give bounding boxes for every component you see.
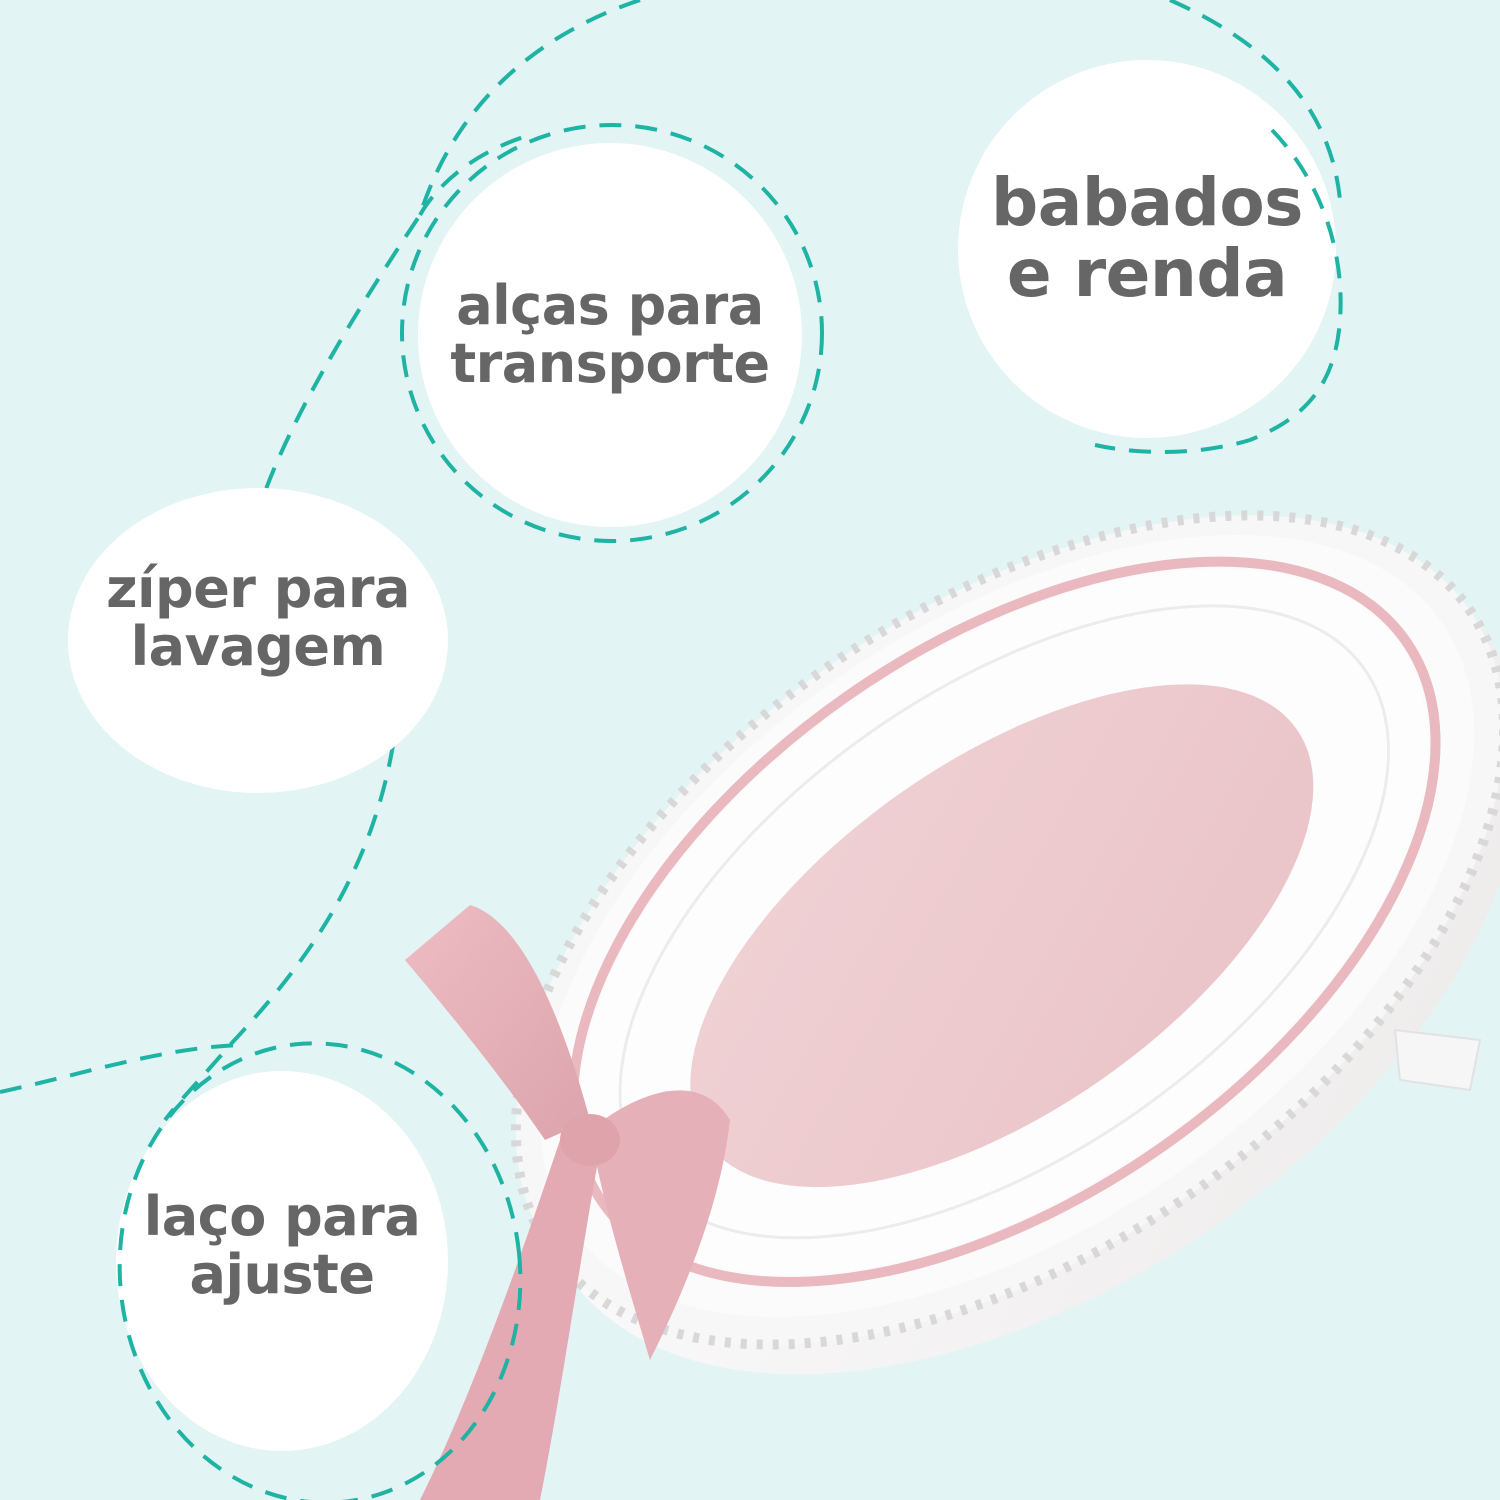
badge-line-1: laço para — [143, 1185, 421, 1249]
feature-badge-handles: alças para transporte — [418, 143, 802, 527]
badge-line-1: alças para — [456, 274, 764, 338]
badge-line-2: e renda — [1006, 235, 1288, 312]
badge-line-2: lavagem — [130, 615, 386, 678]
badge-line-2: ajuste — [189, 1243, 375, 1306]
feature-badge-ruffles: babados e renda — [958, 60, 1336, 438]
feature-badge-bow: laço para ajuste — [116, 1071, 448, 1451]
badge-line-2: transporte — [450, 332, 770, 395]
badge-line-1: zíper para — [106, 557, 410, 621]
feature-badge-zipper: zíper para lavagem — [68, 488, 448, 793]
badge-line-1: babados — [991, 164, 1303, 242]
